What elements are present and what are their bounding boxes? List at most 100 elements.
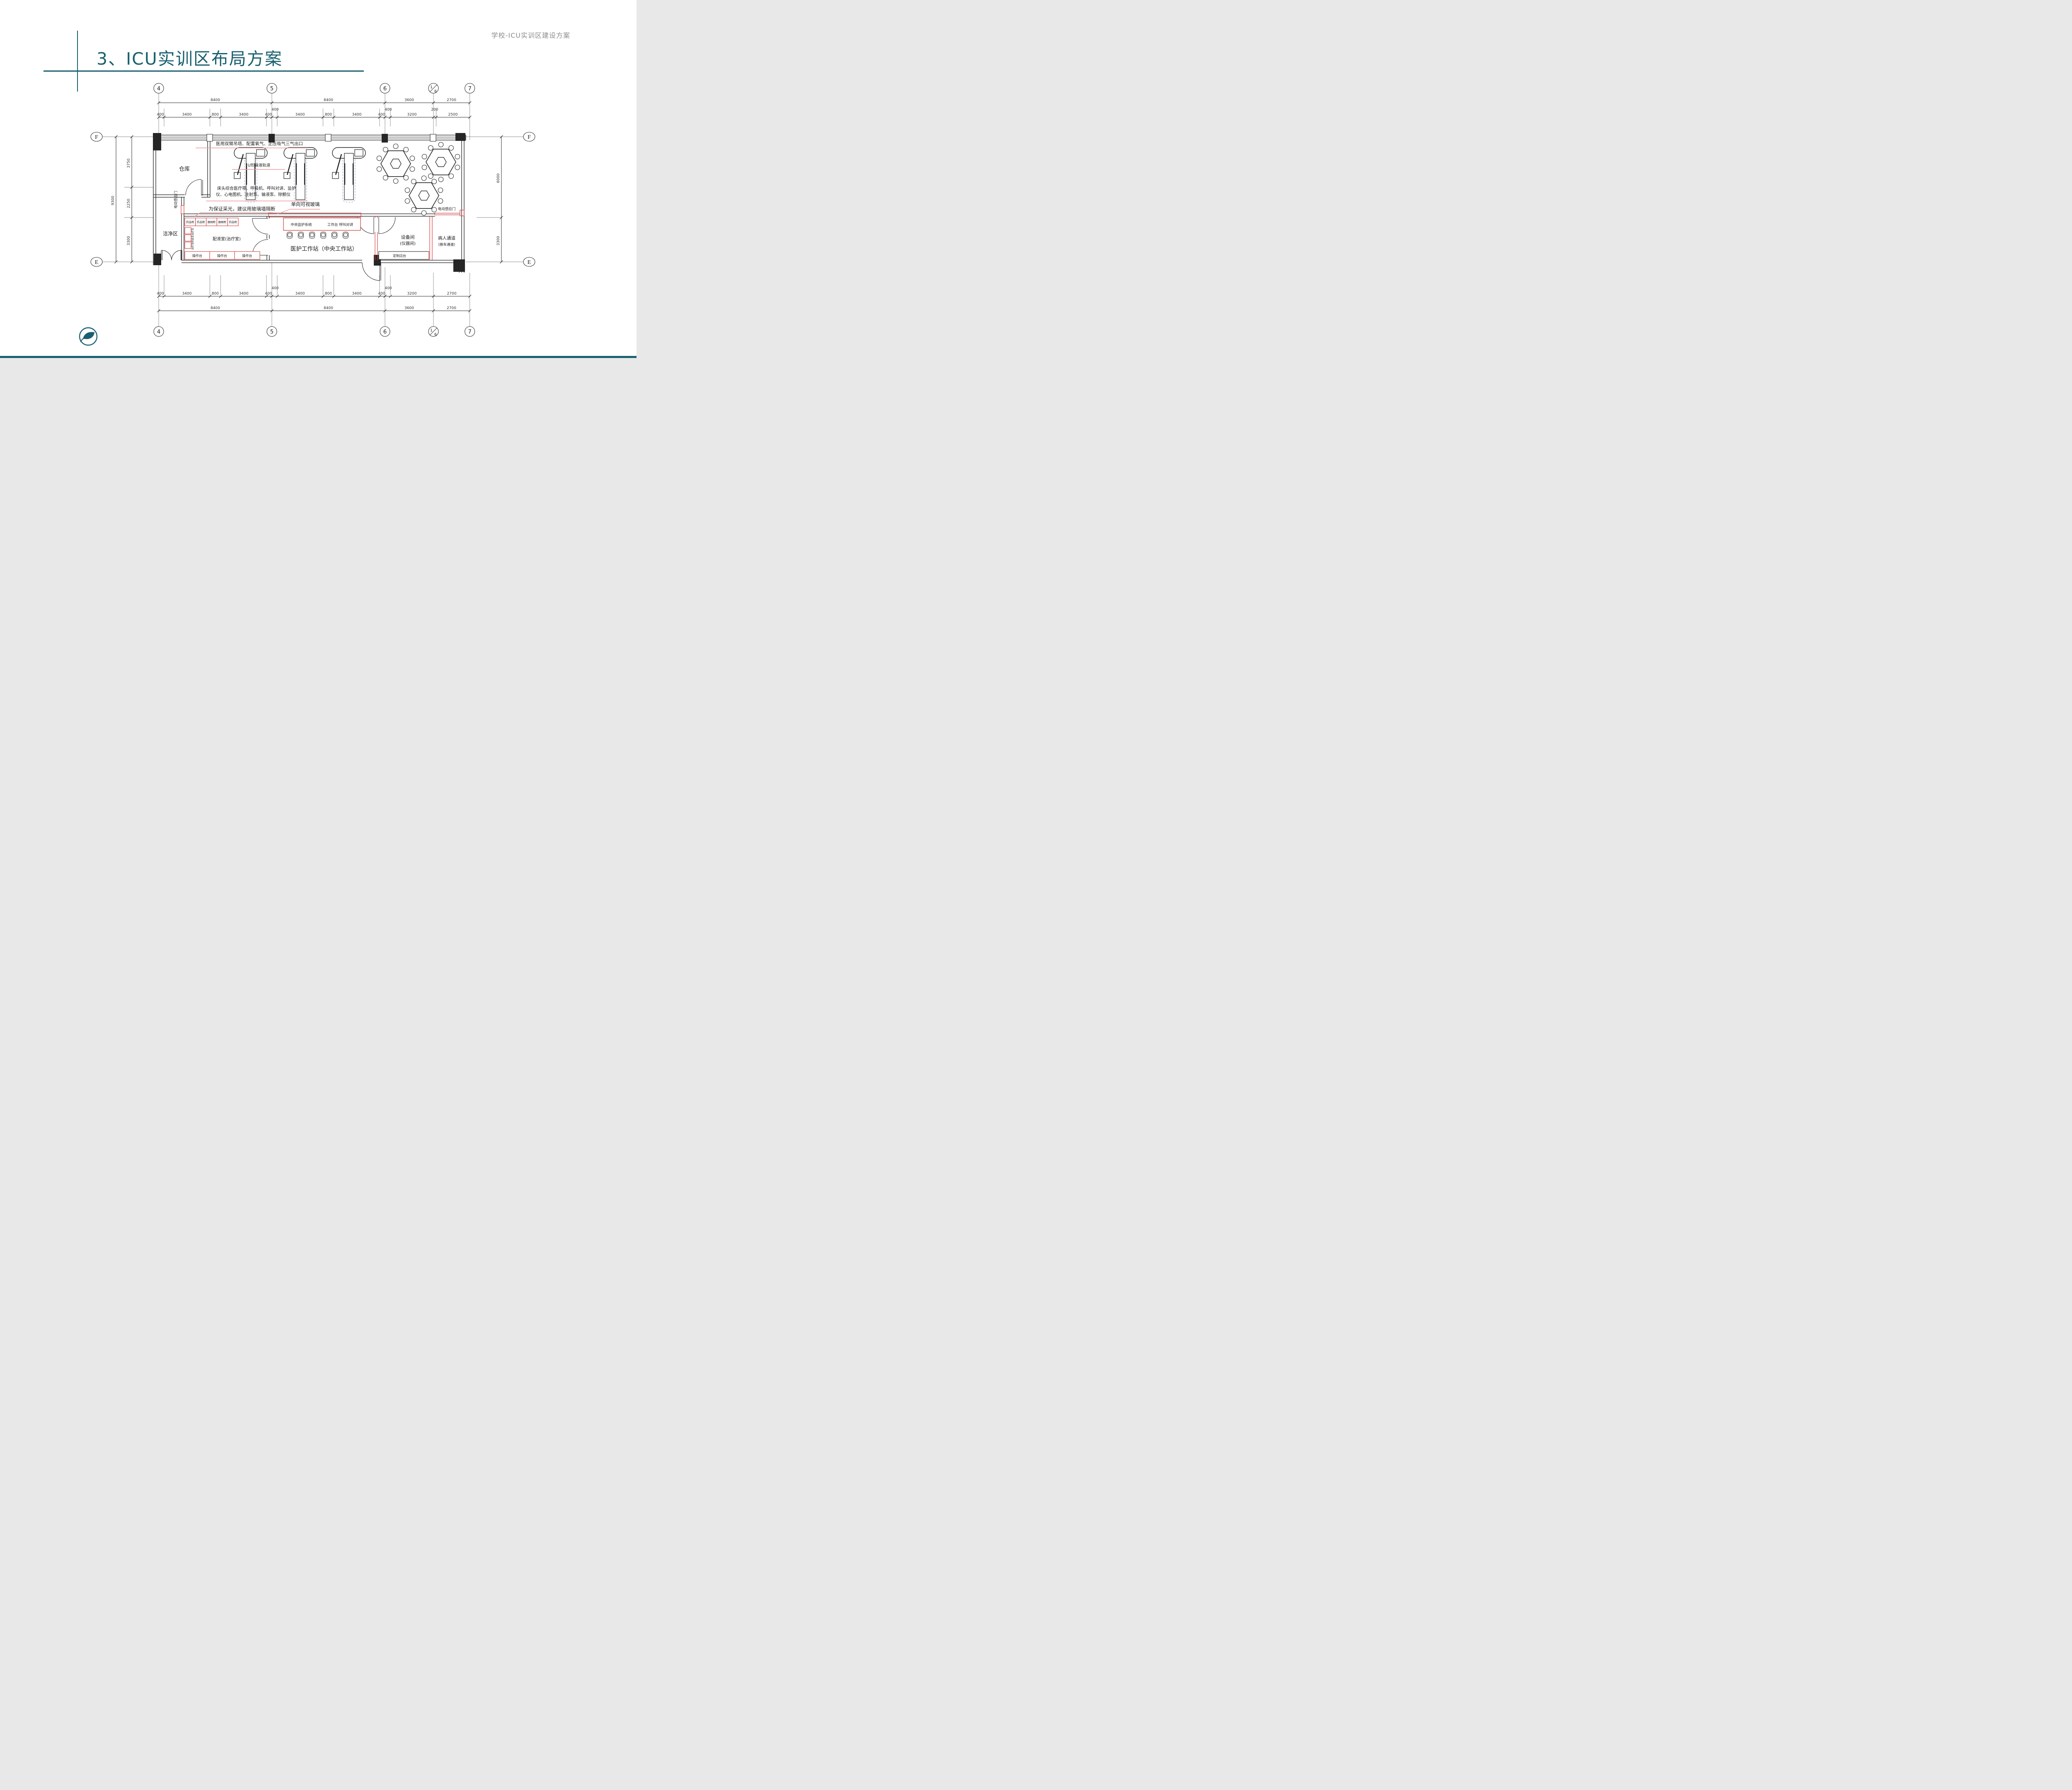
dim-label: 400 [378,292,385,296]
dim-label: 3400 [352,113,362,117]
annotation-leaders [194,148,320,217]
dim-label: 3400 [182,113,192,117]
grid-bubble-1-6-top: 6 [434,90,437,94]
custom-side-table: 定制边台 [378,251,429,260]
round-table-2 [421,142,460,182]
dim-label: 8400 [211,306,220,310]
side-table-label: 定制边台 [393,254,406,258]
dim-label: 2700 [447,292,457,296]
desk-label-monitoring: 中央监护系统 [290,223,312,227]
grid-bubble-F-left: F [95,134,98,140]
dim-label: 400 [385,286,392,290]
dim-label: 3300 [496,236,501,245]
grid-bubbles: 4 5 6 1 6 7 4 5 6 1 6 7 F E [90,83,535,337]
chair-icon [320,232,326,239]
desk-label-worktop: 工作台 呼叫对讲 [327,223,353,227]
annotation-glass-wall: 为保证采光，建议用玻璃墙隔断 [209,206,276,212]
dim-label: 800 [212,113,219,117]
dimension-lines [116,102,502,311]
central-workstation-desk: 中央监护系统 工作台 呼叫对讲 [283,218,361,239]
dim-label: 400 [378,113,385,117]
room-labels: 仓库 洁净区 配液室(治疗室) 医护工作站（中央工作站） 设备间 (仪器间) 病… [163,166,456,252]
dim-label: 3400 [352,292,362,296]
cabinet-label: 器械柜 [208,220,216,224]
cabinet-label: 药品柜 [197,220,205,224]
room-label-dispensing: 配液室(治疗室) [213,236,241,242]
grid-bubble-1-6-top: 1 [430,85,433,90]
dim-label: 3400 [295,292,305,296]
chair-icon [343,232,349,239]
grid-bubble-7-bottom: 7 [468,329,472,335]
bed-unit-3 [332,147,366,203]
page-title: 3、ICU实训区布局方案 [97,49,283,69]
glass-walls-red [181,205,465,260]
grid-bubble-4-bottom: 4 [157,329,160,335]
bottom-accent-bar [0,356,637,358]
dim-label: 8400 [324,306,333,310]
dim-label: 400 [271,108,278,112]
cart-label: 治疗车 [191,242,194,250]
annotation-ceiling-pendant: 医用双臂吊塔、配置氧气、正压吸气三气出口 [216,141,303,146]
floor-plan: 8400 8400 3600 2700 400 3400 800 3400 40… [0,0,637,358]
dim-label: 6000 [496,173,501,183]
room-label-corridor: 病人通道 [438,235,455,241]
dim-label: 400 [157,292,164,296]
annotation-texts: 医用双臂吊塔、配置氧气、正压吸气三气出口 U形输液轨道 床头综合医疗带、呼吸机、… [174,141,455,212]
grid-bubble-7-top: 7 [468,86,472,92]
room-label-workstation: 医护工作站（中央工作站） [290,246,358,252]
chair-icon [309,232,315,239]
grid-bubble-1-6-bottom: 6 [434,333,437,337]
floor-plan-svg: 8400 8400 3600 2700 400 3400 800 3400 40… [79,83,535,346]
counter-label: 操作台 [217,254,227,258]
dim-label: 2500 [448,113,458,117]
room-label-corridor-sub: (换车通道) [438,242,455,247]
dim-label: 3400 [182,292,192,296]
dim-label: 3400 [239,113,249,117]
round-tables [376,142,460,216]
grid-bubble-E-right: E [528,259,531,266]
chair-icon [287,232,293,239]
chair-icon [298,232,304,239]
window-band-top [153,135,466,140]
grid-bubble-4-top: 4 [157,86,160,92]
room-label-clean-area: 洁净区 [163,231,178,237]
annotation-auto-door-left: 电动感应门 [174,191,178,209]
title-underline [44,70,364,72]
dim-label: 3200 [407,113,417,117]
room-label-equipment: 设备间 [401,234,415,240]
dim-label: 3750 [127,158,131,168]
dim-label: 3400 [295,113,305,117]
grid-bubble-6-bottom: 6 [383,329,387,335]
dim-label: 800 [325,292,332,296]
document-title: 学校-ICU实训区建设方案 [491,31,570,39]
counter-label: 操作台 [242,254,252,258]
decorative-vertical-line [77,31,78,92]
dim-label: 400 [271,286,278,290]
grid-bubble-F-right: F [528,134,531,140]
dim-label: 2700 [447,98,456,102]
dim-label: 2250 [127,198,131,208]
dim-label: 3600 [404,306,414,310]
grid-bubble-5-top: 5 [270,86,274,92]
room-label-warehouse: 仓库 [179,166,190,172]
one-way-glass-wall [268,213,361,218]
dim-label: 400 [265,113,272,117]
dim-label: 800 [212,292,219,296]
dim-label: 3600 [404,98,414,102]
chair-icon [332,232,337,239]
dim-label: 3400 [239,292,249,296]
dispensing-room-furniture: 药品柜 药品柜 器械柜 器械柜 药品柜 治疗车 药品车 治疗车 操作台 操作台 … [184,218,260,260]
grid-bubble-6-top: 6 [383,86,387,92]
slide: 学校-ICU实训区建设方案 3、ICU实训区布局方案 [0,0,637,358]
cart-label: 药品车 [191,235,194,242]
dim-label: 800 [325,113,332,117]
dim-label: 400 [265,292,272,296]
annotation-auto-door-right: 电动感应门 [438,207,456,211]
room-label-equipment-sub: (仪器间) [400,241,416,246]
auto-door-left-red [181,205,184,214]
dim-label: 400 [385,108,392,112]
annotation-one-way-glass: 单向可视玻璃 [291,201,320,207]
grid-bubble-5-bottom: 5 [270,329,274,335]
dimension-labels: 8400 8400 3600 2700 400 3400 800 3400 40… [111,98,501,310]
dim-label: 9300 [111,196,115,205]
